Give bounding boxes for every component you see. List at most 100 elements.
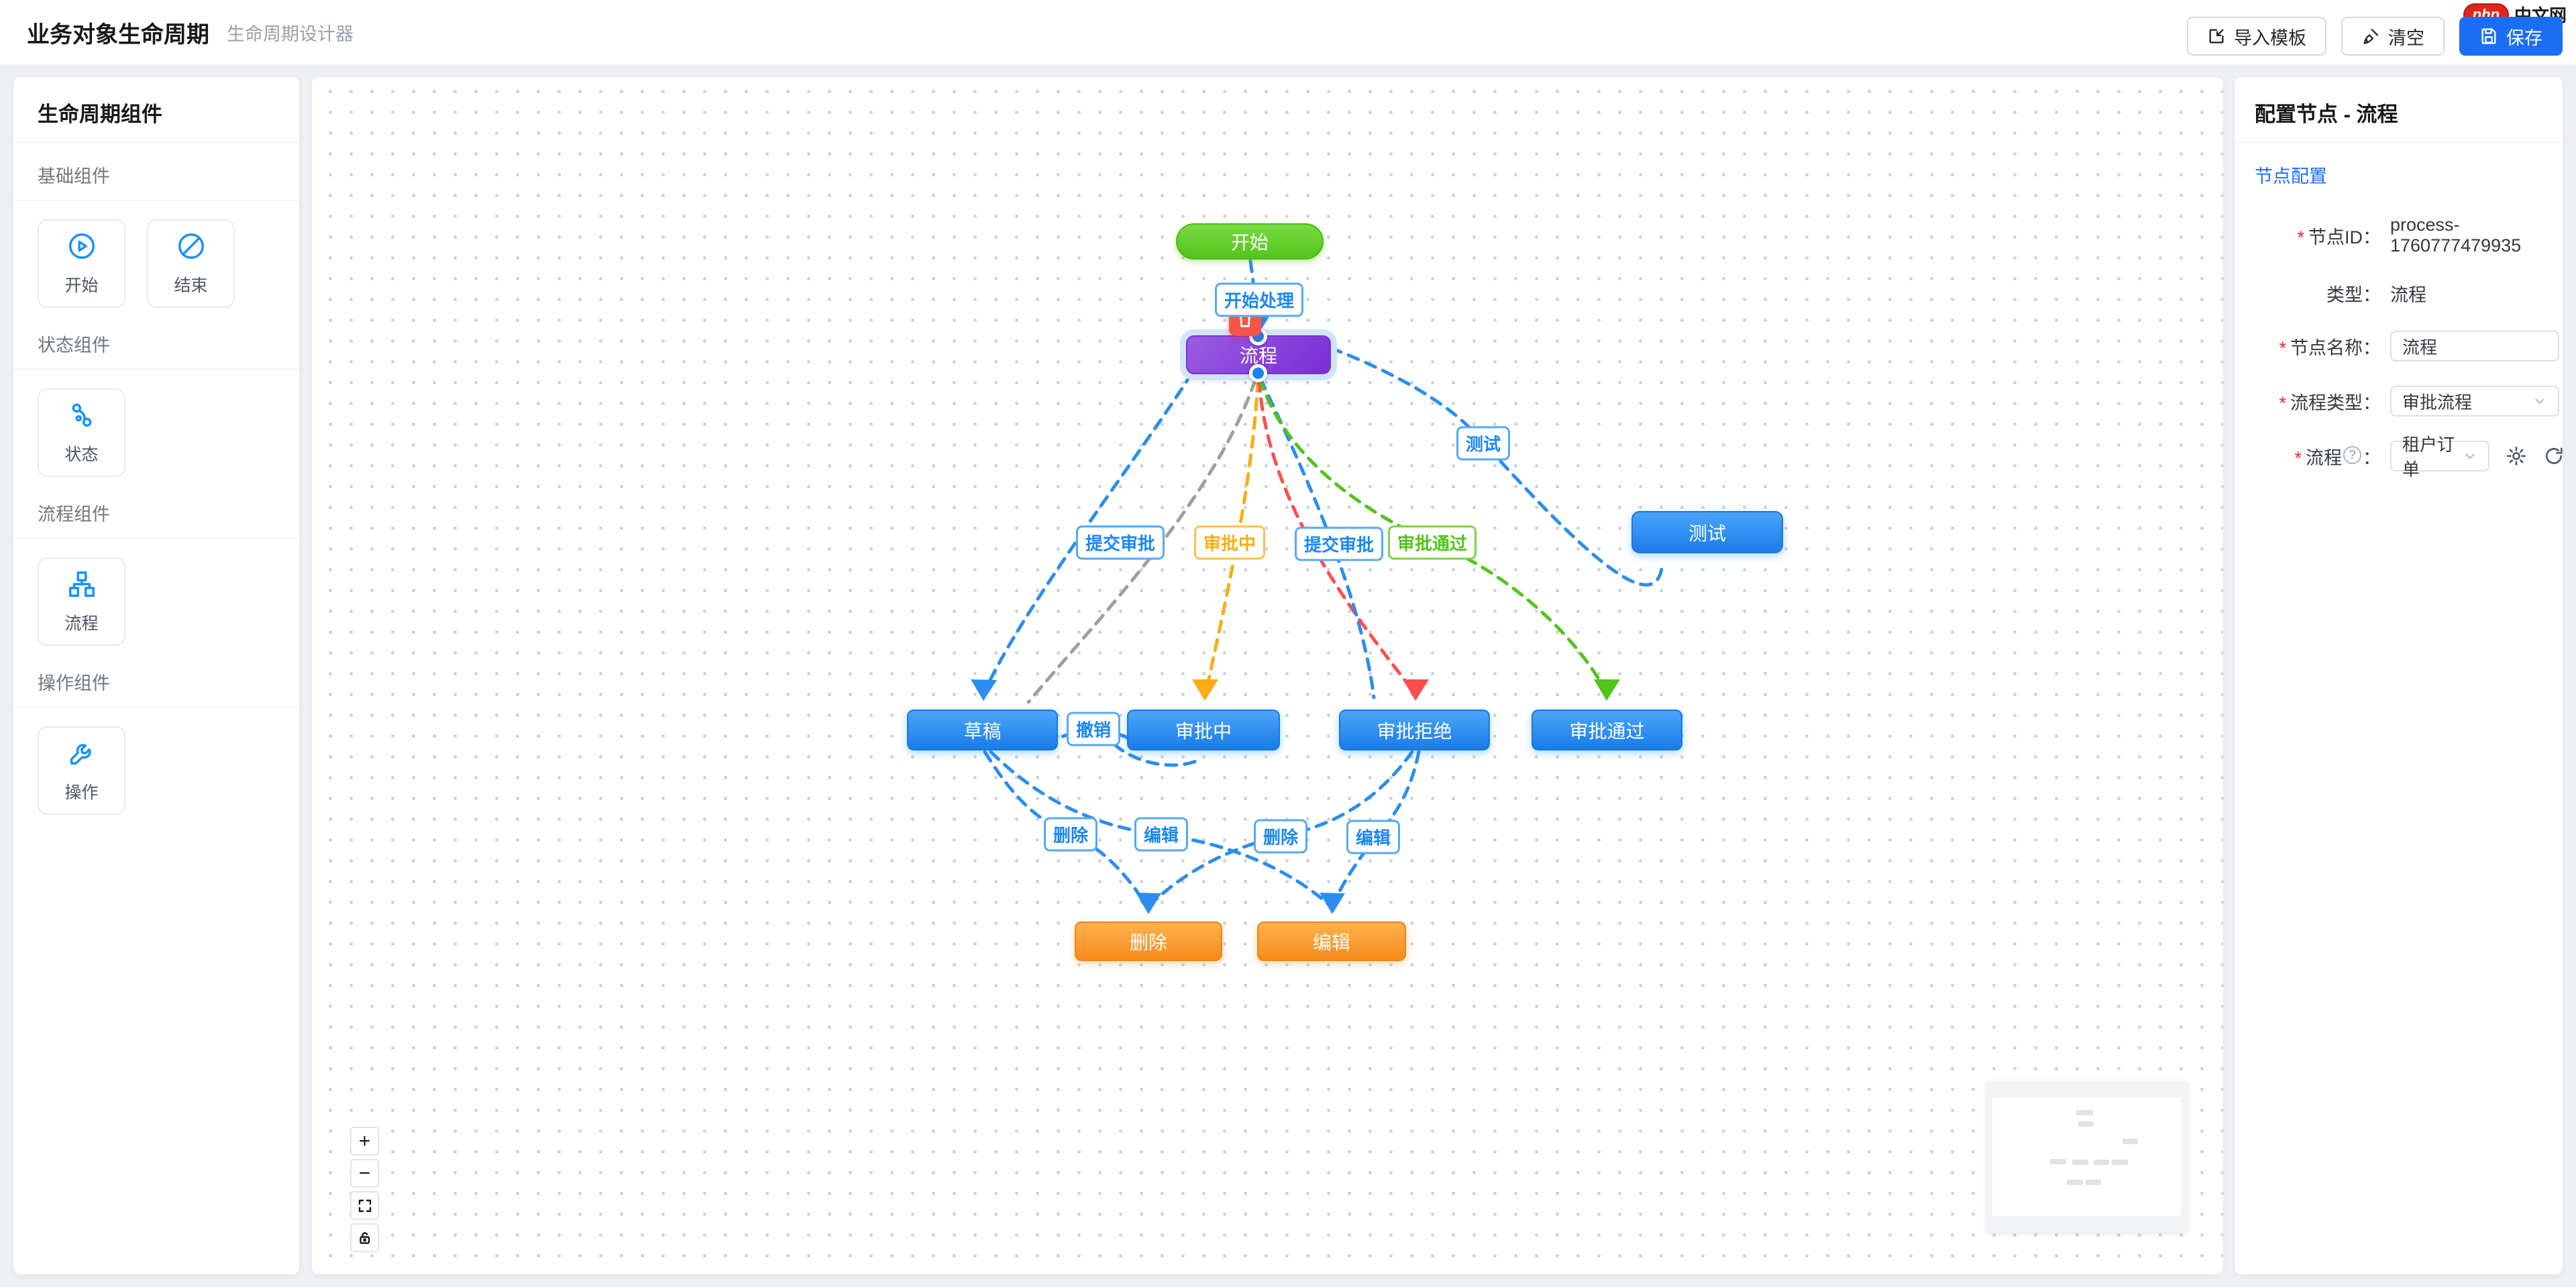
node-approving[interactable]: 审批中 [1127, 710, 1280, 750]
minimap-viewport[interactable] [1992, 1098, 2181, 1216]
form-row-type: 类型： 流程 [2235, 280, 2544, 306]
node-name-label: *节点名称： [2279, 337, 2381, 358]
form-row-node-id: *节点ID： process-1760777479935 [2235, 215, 2544, 256]
form-row-flow-type: *流程类型： 审批流程 [2235, 386, 2559, 416]
minimap-node [2076, 1110, 2093, 1115]
node-label: 审批通过 [1569, 720, 1645, 742]
node-label: 审批拒绝 [1377, 720, 1452, 742]
edge-label-delete-1[interactable]: 删除 [1043, 817, 1098, 852]
arrowhead-draft [971, 679, 997, 701]
node-label: 测试 [1688, 522, 1726, 544]
flow-type-select[interactable]: 审批流程 [2390, 386, 2559, 416]
edge-label-approving[interactable]: 审批中 [1193, 525, 1266, 560]
refresh-icon [2546, 447, 2563, 464]
state-branch-icon [72, 403, 91, 427]
edge-label-submit-2[interactable]: 提交审批 [1294, 526, 1384, 561]
edge-test[interactable] [1329, 346, 1664, 587]
help-icon[interactable]: ? [2343, 445, 2361, 464]
minimap-node [2123, 1139, 2138, 1144]
node-label: 流程 [1239, 345, 1277, 366]
minimap-node [2094, 1160, 2109, 1165]
node-label: 开始 [1230, 232, 1269, 253]
minimap[interactable] [1986, 1081, 2188, 1232]
edge-label-delete-2[interactable]: 删除 [1253, 819, 1308, 854]
section-action-components: 操作组件 [13, 650, 299, 708]
node-edit[interactable]: 编辑 [1257, 921, 1406, 961]
edge-label-revoke[interactable]: 撤销 [1066, 712, 1121, 746]
edge-gray[interactable] [1026, 378, 1257, 704]
component-card-action[interactable]: 操作 [38, 726, 125, 815]
flow-settings-button[interactable] [2506, 445, 2527, 467]
component-card-start[interactable]: 开始 [38, 219, 125, 308]
minimap-node [2067, 1180, 2083, 1185]
arrowhead-rejected [1403, 679, 1429, 701]
config-panel: 配置节点 - 流程 节点配置 *节点ID： process-1760777479… [2235, 77, 2563, 1274]
flow-select[interactable]: 租户订单 [2390, 435, 2489, 480]
broom-icon [2363, 28, 2379, 44]
edge-label-approved[interactable]: 审批通过 [1387, 525, 1477, 560]
minimap-node [2086, 1180, 2101, 1185]
edge-label-edit-1[interactable]: 编辑 [1134, 817, 1189, 852]
chevron-down-icon [2465, 453, 2475, 459]
zoom-in-button[interactable]: + [350, 1127, 379, 1156]
play-circle-icon [68, 233, 95, 259]
required-marker: * [2279, 392, 2286, 413]
section-basic-components: 基础组件 [13, 143, 299, 201]
arrowhead-delete [1136, 893, 1161, 914]
node-draft[interactable]: 草稿 [907, 710, 1058, 750]
import-icon [2209, 29, 2224, 44]
minimap-node [2072, 1160, 2088, 1165]
minimap-node [2078, 1121, 2094, 1127]
component-card-end[interactable]: 结束 [147, 219, 235, 308]
node-approved[interactable]: 审批通过 [1532, 710, 1682, 750]
form-row-node-name: *节点名称： [2235, 331, 2559, 361]
arrowhead-approved [1594, 679, 1620, 701]
save-button[interactable]: 保存 [2459, 17, 2563, 56]
section-process-components: 流程组件 [13, 481, 299, 539]
minimap-node [2112, 1160, 2128, 1165]
edge-label-edit-2[interactable]: 编辑 [1346, 820, 1401, 854]
edge-label-submit-1[interactable]: 提交审批 [1075, 525, 1165, 560]
minimap-node [2050, 1159, 2066, 1164]
edge-label-start-process[interactable]: 开始处理 [1214, 282, 1304, 317]
clear-button[interactable]: 清空 [2341, 17, 2445, 56]
component-card-label: 开始 [64, 276, 99, 295]
node-start[interactable]: 开始 [1176, 223, 1324, 260]
component-card-label: 流程 [64, 614, 99, 633]
sidebar-title: 生命周期组件 [13, 77, 299, 143]
node-label: 草稿 [963, 720, 1002, 742]
header-actions: 导入模板 清空 保存 [2187, 17, 2563, 56]
fit-view-button[interactable] [350, 1191, 379, 1220]
import-template-button[interactable]: 导入模板 [2187, 17, 2326, 56]
node-id-label: *节点ID： [2297, 227, 2381, 247]
chevron-down-icon [2535, 398, 2544, 404]
node-delete[interactable]: 删除 [1075, 921, 1222, 961]
component-card-state[interactable]: 状态 [38, 388, 125, 477]
port-bottom[interactable] [1249, 364, 1267, 382]
node-name-input[interactable] [2390, 331, 2559, 361]
flow-refresh-button[interactable] [2543, 445, 2565, 467]
sitemap-icon [68, 571, 95, 597]
wrench-icon [70, 744, 91, 765]
edge-label-test[interactable]: 测试 [1456, 426, 1511, 461]
section-state-components: 状态组件 [13, 312, 299, 370]
node-test[interactable]: 测试 [1631, 511, 1783, 553]
node-rejected[interactable]: 审批拒绝 [1339, 710, 1490, 750]
zoom-out-button[interactable]: − [350, 1159, 379, 1188]
edge-revoke[interactable] [1057, 730, 1130, 740]
tab-node-config[interactable]: 节点配置 [2255, 166, 2327, 186]
edge-approving[interactable] [1204, 378, 1260, 693]
lock-icon [359, 1231, 370, 1244]
flow-value: 租户订单 [2402, 435, 2455, 480]
component-card-label: 操作 [64, 783, 99, 802]
flow-canvas[interactable]: 开始 流程 测试 草稿 审批中 审批拒绝 审批通过 删除 编辑 开始处理 提交审… [312, 77, 2223, 1274]
edge-hook[interactable] [1112, 742, 1203, 767]
lock-button[interactable] [350, 1223, 379, 1252]
node-process[interactable]: 流程 [1186, 327, 1331, 382]
node-id-value: process-1760777479935 [2390, 215, 2522, 256]
component-card-process[interactable]: 流程 [38, 557, 125, 646]
canvas-toolbar: + − [350, 1127, 379, 1252]
config-panel-title: 配置节点 - 流程 [2235, 77, 2563, 143]
node-label: 编辑 [1312, 932, 1350, 953]
node-label: 删除 [1129, 932, 1167, 953]
